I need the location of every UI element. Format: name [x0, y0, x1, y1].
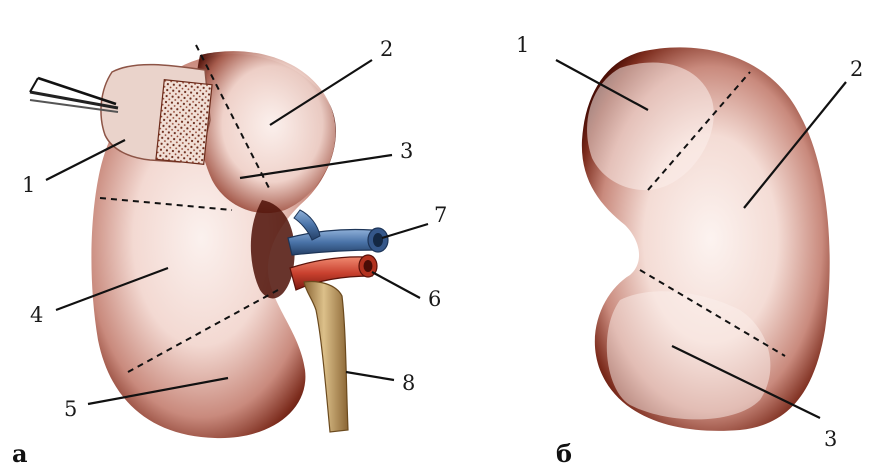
leader-a8 — [346, 372, 394, 380]
leader-a7 — [382, 224, 428, 238]
callout-a-5: 5 — [64, 397, 77, 421]
panel-b-kidney — [582, 47, 830, 431]
ureter — [304, 282, 348, 432]
callout-a-2: 2 — [380, 37, 393, 61]
callout-a-1: 1 — [22, 173, 35, 197]
capsule-window — [156, 80, 212, 165]
callout-a-8: 8 — [402, 371, 415, 395]
leader-a6 — [372, 272, 420, 298]
panel-b-label: б — [556, 439, 572, 468]
callout-b-1: 1 — [516, 33, 529, 57]
callout-a-3: 3 — [400, 139, 413, 163]
renal-vein — [288, 210, 388, 255]
callout-a-6: 6 — [428, 287, 441, 311]
renal-artery — [290, 255, 377, 290]
callout-b-2: 2 — [850, 57, 863, 81]
callout-b-3: 3 — [824, 427, 837, 451]
callout-a-7: 7 — [434, 203, 447, 227]
callout-a-4: 4 — [30, 303, 43, 327]
panel-a-label: а — [12, 439, 28, 468]
panel-a-kidney — [30, 45, 388, 438]
